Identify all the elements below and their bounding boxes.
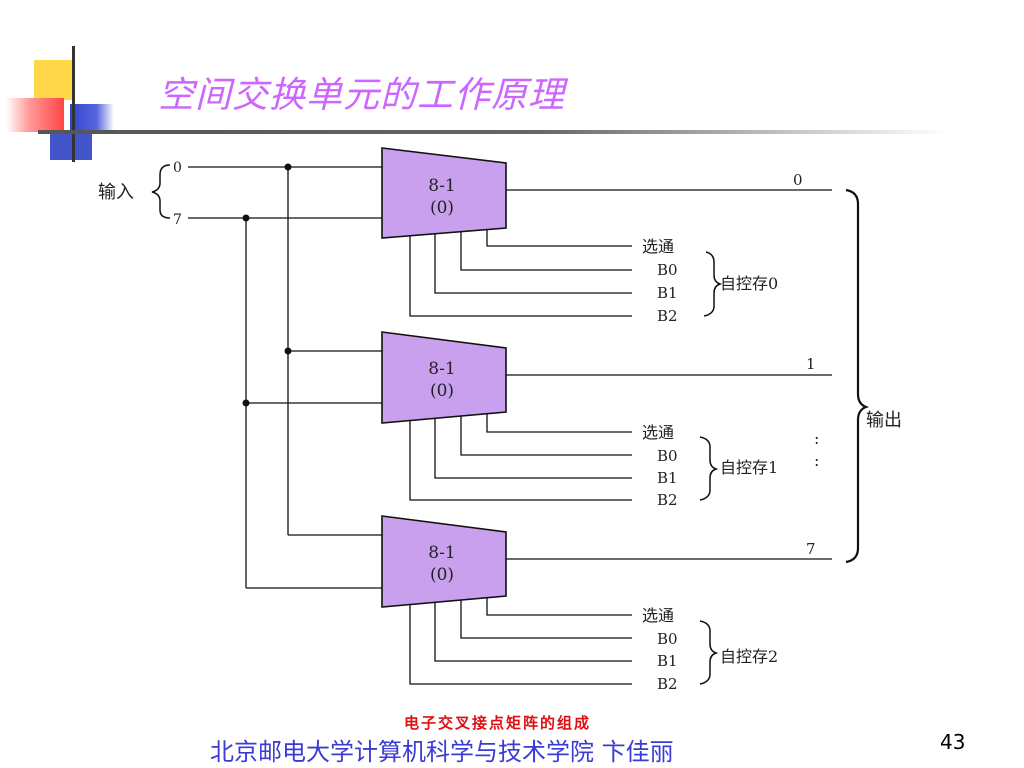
b1-line-2 — [434, 602, 632, 662]
ctrl-brace-2 — [699, 620, 719, 685]
b1-line-1 — [434, 418, 632, 479]
switch-unit-0: 8-1 (0) 0 选通 B0 B1 B2 自控存0 — [381, 147, 832, 325]
b1-line-0 — [434, 234, 632, 294]
mux-1-sublabel: (0) — [430, 381, 454, 401]
logo-blue-square — [70, 104, 114, 134]
select-line-2 — [486, 597, 632, 616]
b2-label-2: B2 — [657, 675, 678, 693]
b0-label-0: B0 — [657, 261, 678, 279]
b0-label-2: B0 — [657, 630, 678, 648]
input-bottom-label: 7 — [173, 212, 182, 228]
ctrl-brace-0 — [703, 251, 723, 317]
output-7-label: 7 — [806, 540, 816, 558]
mux-1 — [381, 331, 507, 424]
b1-label-1: B1 — [657, 469, 678, 487]
footer-text: 北京邮电大学计算机科学与技术学院 卞佳丽 — [210, 738, 674, 766]
output-brace — [845, 188, 870, 564]
logo-vertical-line — [72, 46, 75, 162]
mux-2-label: 8-1 — [428, 543, 455, 563]
output-label: 输出 — [866, 410, 902, 431]
figure-caption: 电子交叉接点矩阵的组成 — [404, 714, 592, 732]
title-underline — [38, 130, 948, 134]
b1-label-2: B1 — [657, 652, 678, 670]
select-line-1 — [486, 413, 632, 433]
b2-label-1: B2 — [657, 491, 678, 509]
ellipsis-2: : — [814, 451, 819, 470]
b0-line-0 — [460, 231, 632, 271]
input-wires — [188, 166, 382, 589]
mux-2 — [381, 515, 507, 608]
junction-dots — [242, 163, 292, 407]
junction-dot — [242, 399, 250, 407]
b0-line-1 — [460, 416, 632, 456]
select-label-2: 选通 — [642, 606, 674, 625]
input-brace — [151, 164, 171, 219]
slide-title: 空间交换单元的工作原理 — [158, 75, 566, 116]
switch-unit-1: 8-1 (0) 1 选通 B0 B1 B2 自控存1 — [381, 331, 832, 509]
b2-line-0 — [409, 236, 632, 317]
output-0-label: 0 — [793, 171, 803, 189]
mux-2-sublabel: (0) — [430, 565, 454, 585]
mux-1-label: 8-1 — [428, 359, 455, 379]
b2-line-2 — [409, 605, 632, 685]
select-label-1: 选通 — [642, 423, 674, 442]
b2-line-1 — [409, 421, 632, 501]
b0-label-1: B0 — [657, 447, 678, 465]
junction-dot — [284, 163, 292, 171]
select-label-0: 选通 — [642, 237, 674, 256]
output-1-label: 1 — [806, 355, 816, 373]
junction-dot — [242, 214, 250, 222]
input-label: 输入 — [98, 182, 134, 203]
mux-0-sublabel: (0) — [430, 198, 454, 218]
ctrl-label-0: 自控存0 — [720, 274, 778, 293]
ellipsis-1: : — [814, 429, 819, 448]
input-top-label: 0 — [173, 160, 182, 176]
ctrl-label-1: 自控存1 — [720, 458, 778, 477]
logo-yellow-square — [34, 60, 74, 100]
mux-0 — [381, 147, 507, 239]
logo-blue-square-lower — [50, 132, 92, 160]
page-number: 43 — [940, 730, 966, 754]
b2-label-0: B2 — [657, 307, 678, 325]
ctrl-label-2: 自控存2 — [720, 647, 778, 666]
ctrl-brace-1 — [699, 436, 719, 501]
b1-label-0: B1 — [657, 284, 678, 302]
logo-red-square — [6, 98, 64, 132]
junction-dot — [284, 347, 292, 355]
mux-0-label: 8-1 — [428, 176, 455, 196]
select-line-0 — [486, 229, 632, 247]
switch-unit-2: 8-1 (0) 7 选通 B0 B1 B2 自控存2 — [381, 515, 832, 693]
b0-line-2 — [460, 600, 632, 639]
